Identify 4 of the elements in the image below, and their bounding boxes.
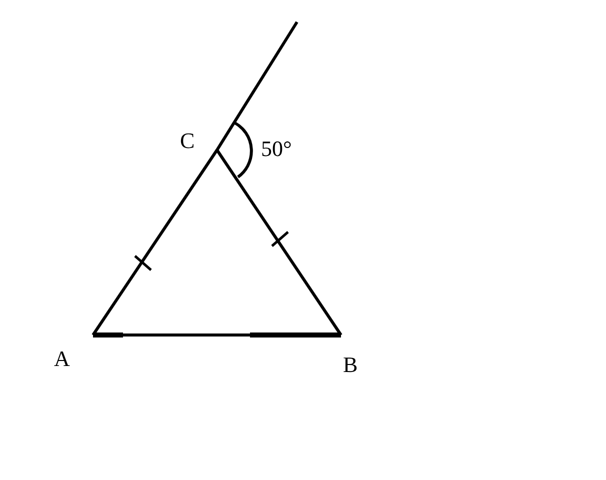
vertex-label: B xyxy=(343,354,358,376)
vertex-label: C xyxy=(180,130,195,152)
angle-label: 50° xyxy=(261,138,292,160)
vertex-label: A xyxy=(54,348,70,370)
